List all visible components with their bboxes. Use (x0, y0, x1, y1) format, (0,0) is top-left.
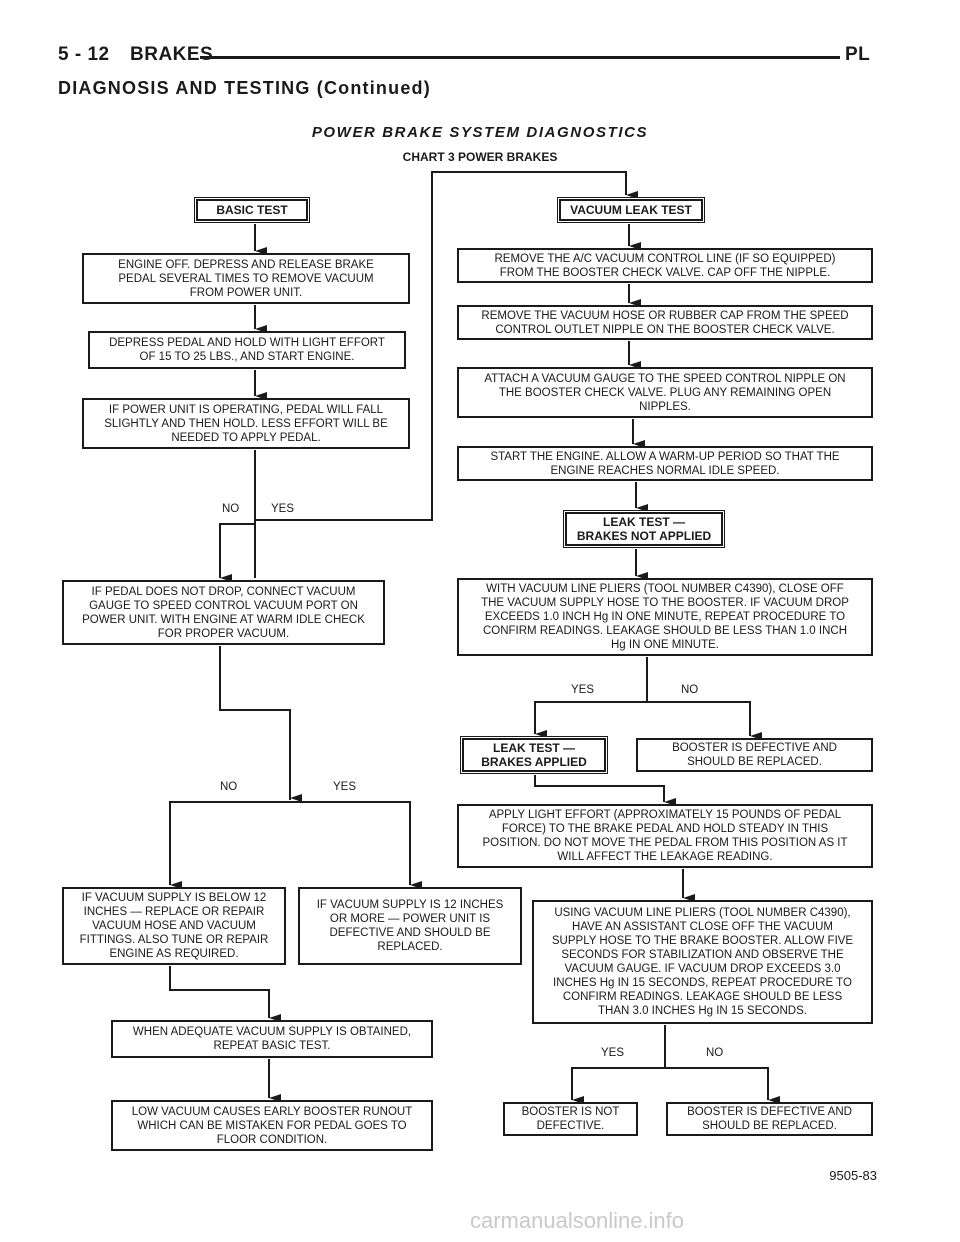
remove-ac-line-box: REMOVE THE A/C VACUUM CONTROL LINE (IF S… (457, 248, 873, 283)
connector-line (219, 523, 255, 582)
connector-line (219, 646, 291, 800)
booster-defective-box-1: BOOSTER IS DEFECTIVE AND SHOULD BE REPLA… (636, 738, 873, 772)
no-label: NO (706, 1047, 724, 1059)
adequate-vacuum-box: WHEN ADEQUATE VACUUM SUPPLY IS OBTAINED,… (111, 1020, 433, 1058)
pliers-one-minute-box: WITH VACUUM LINE PLIERS (TOOL NUMBER C43… (457, 578, 873, 656)
yes-label: YES (271, 503, 295, 515)
pedal-no-drop-box: IF PEDAL DOES NOT DROP, CONNECT VACUUM G… (62, 580, 385, 645)
no-label: NO (220, 781, 238, 793)
vacuum-leak-test-box: VACUUM LEAK TEST (557, 197, 705, 223)
engine-off-box: ENGINE OFF. DEPRESS AND RELEASE BRAKE PE… (82, 253, 410, 304)
chart-title: POWER BRAKE SYSTEM DIAGNOSTICS (311, 124, 649, 141)
no-label: NO (681, 684, 699, 696)
remove-vacuum-hose-box: REMOVE THE VACUUM HOSE OR RUBBER CAP FRO… (457, 305, 873, 340)
connector-line (169, 801, 290, 889)
connector-line (534, 775, 676, 806)
page-number: 5 - 12 (58, 44, 110, 65)
yes-label: YES (333, 781, 357, 793)
connector-line (290, 801, 422, 889)
connector-line (571, 1067, 665, 1104)
yes-label: YES (571, 684, 595, 696)
attach-gauge-box: ATTACH A VACUUM GAUGE TO THE SPEED CONTR… (457, 367, 873, 418)
low-vacuum-box: LOW VACUUM CAUSES EARLY BOOSTER RUNOUT W… (111, 1100, 433, 1151)
section-title: BRAKES (130, 44, 214, 65)
page-subtitle: DIAGNOSIS AND TESTING (Continued) (58, 78, 431, 98)
booster-defective-box-2: BOOSTER IS DEFECTIVE AND SHOULD BE REPLA… (666, 1102, 873, 1136)
no-label: NO (222, 503, 240, 515)
figure-number: 9505-83 (829, 1168, 877, 1183)
start-engine-box: START THE ENGINE. ALLOW A WARM-UP PERIOD… (457, 446, 873, 481)
pliers-15-seconds-box: USING VACUUM LINE PLIERS (TOOL NUMBER C4… (532, 900, 873, 1024)
leak-test-applied-box: LEAK TEST — BRAKES APPLIED (460, 736, 608, 774)
connector-line (665, 1067, 780, 1104)
leak-test-not-applied-box: LEAK TEST — BRAKES NOT APPLIED (563, 510, 725, 548)
vacuum-below-12-box: IF VACUUM SUPPLY IS BELOW 12 INCHES — RE… (62, 887, 286, 965)
header-rule (200, 56, 840, 59)
power-unit-operating-box: IF POWER UNIT IS OPERATING, PEDAL WILL F… (82, 398, 410, 449)
connector-line (534, 701, 647, 738)
basic-test-box: BASIC TEST (194, 197, 310, 223)
model-code: PL (845, 44, 871, 65)
yes-label: YES (601, 1047, 625, 1059)
depress-pedal-box: DEPRESS PEDAL AND HOLD WITH LIGHT EFFORT… (88, 331, 406, 369)
chart-subtitle: CHART 3 POWER BRAKES (402, 150, 558, 164)
vacuum-over-12-box: IF VACUUM SUPPLY IS 12 INCHES OR MORE — … (298, 887, 522, 965)
connector-line (647, 701, 762, 740)
apply-light-effort-box: APPLY LIGHT EFFORT (APPROXIMATELY 15 POU… (457, 804, 873, 868)
booster-not-defective-box: BOOSTER IS NOT DEFECTIVE. (503, 1102, 638, 1136)
connector-line (169, 966, 281, 1022)
watermark: carmanualsonline.info (470, 1208, 685, 1233)
